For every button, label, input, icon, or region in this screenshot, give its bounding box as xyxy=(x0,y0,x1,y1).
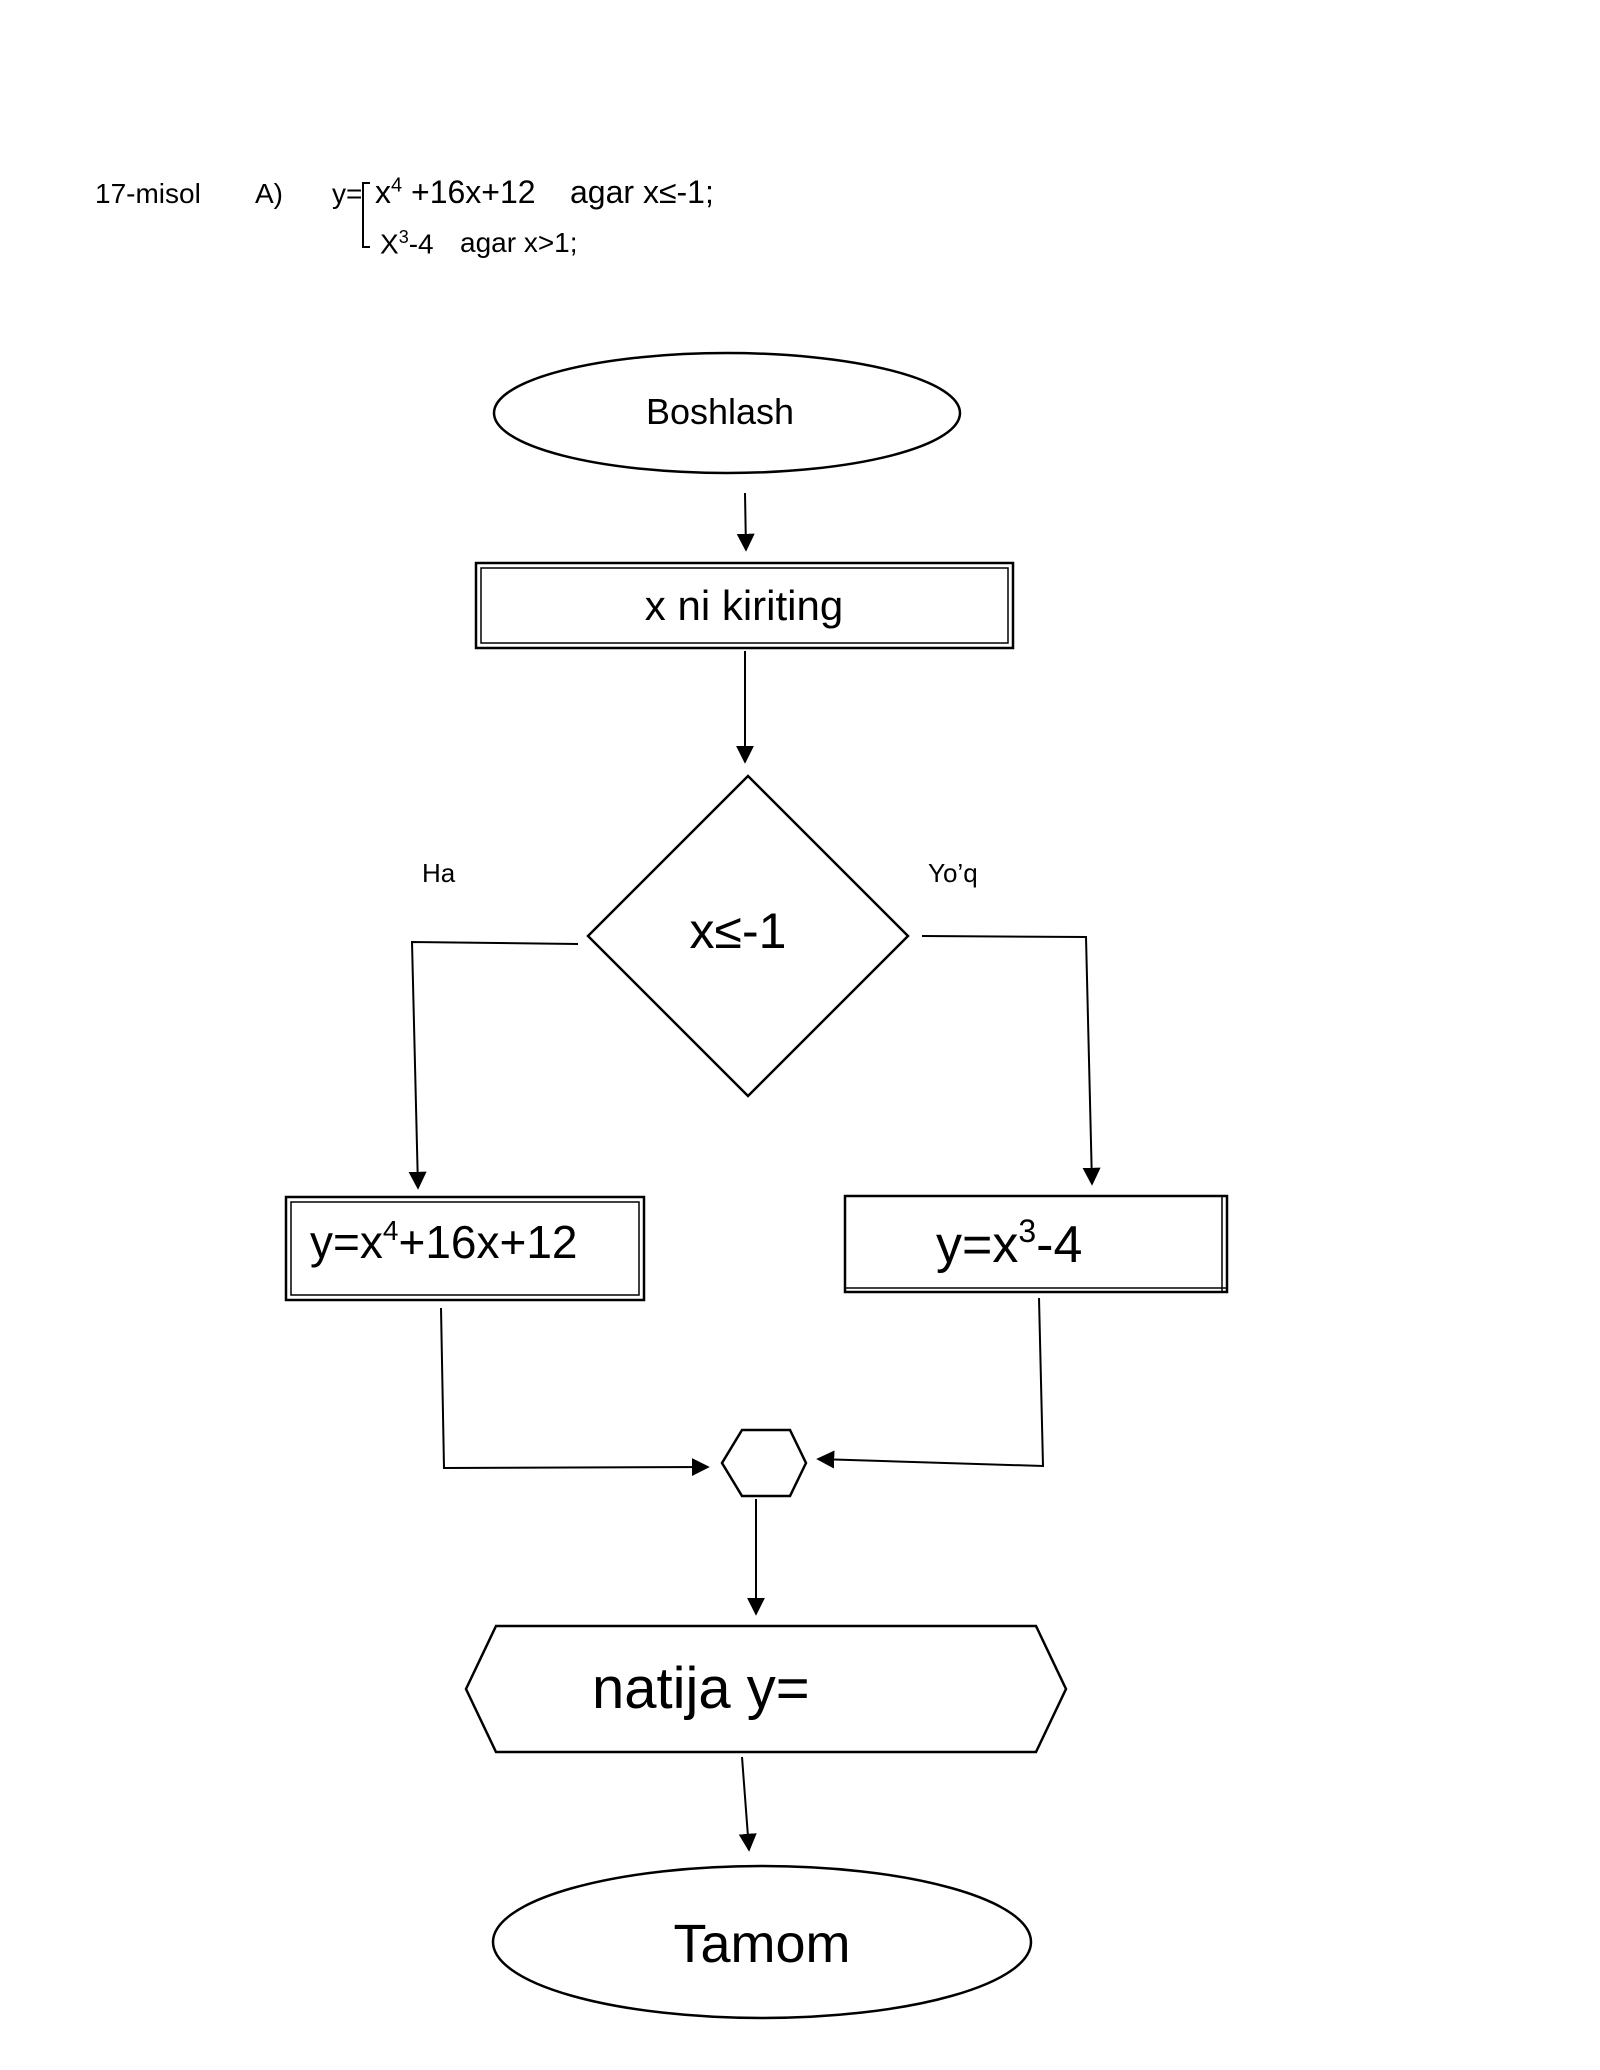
case-2-base: X xyxy=(380,228,399,260)
arrow-no-process-to-junction xyxy=(816,1297,1045,1469)
yes-process-post: +16x+12 xyxy=(398,1216,577,1268)
input-label: x ni kiriting xyxy=(645,582,843,629)
start-node: Boshlash xyxy=(492,351,962,475)
case-1-exponent: 4 xyxy=(391,174,403,197)
case-1-condition: agar x≤-1; xyxy=(570,174,714,210)
part-label: A) xyxy=(255,178,283,209)
arrow-output-to-end xyxy=(738,1756,757,1852)
yes-process-pre: y=x xyxy=(310,1216,383,1268)
no-process-node: y=x3-4 xyxy=(843,1194,1229,1294)
no-process-label: y=x3-4 xyxy=(936,1213,1082,1274)
case-2-condition: agar x>1; xyxy=(460,227,578,258)
input-node: x ni kiriting xyxy=(474,561,1015,650)
end-node: Tamom xyxy=(491,1864,1033,2020)
arrow-start-to-input xyxy=(736,492,755,552)
arrow-decision-to-no-process xyxy=(921,935,1101,1186)
start-label: Boshlash xyxy=(646,391,794,432)
output-node: natija y= xyxy=(464,1624,1068,1754)
output-label: natija y= xyxy=(592,1656,810,1721)
no-process-exponent: 3 xyxy=(1018,1213,1036,1249)
yes-process-label: y=x4+16x+12 xyxy=(310,1215,578,1268)
arrow-decision-to-yes-process xyxy=(408,940,579,1190)
no-branch-label: Yo’q xyxy=(928,858,978,888)
piecewise-brace xyxy=(362,182,370,248)
case-2-rest: -4 xyxy=(408,228,434,260)
yes-process-exponent: 4 xyxy=(383,1215,399,1246)
arrow-yes-process-to-junction xyxy=(440,1307,710,1477)
example-label: 17-misol xyxy=(95,178,201,209)
case-2-exponent: 3 xyxy=(398,227,409,247)
junction-node xyxy=(720,1428,808,1498)
case-1-base: x xyxy=(375,174,391,210)
no-process-post: -4 xyxy=(1036,1216,1082,1274)
yes-process-node: y=x4+16x+12 xyxy=(284,1195,646,1302)
equation-lhs: y= xyxy=(332,178,363,209)
no-process-pre: y=x xyxy=(936,1216,1018,1274)
case-1-rest: +16x+12 xyxy=(402,174,536,210)
case-2-expression: X3-4 xyxy=(380,227,434,260)
decision-node: x≤-1 xyxy=(586,774,910,1098)
case-1-expression: x4 +16x+12 xyxy=(375,174,536,211)
decision-label: x≤-1 xyxy=(690,903,787,959)
end-label: Tamom xyxy=(673,1914,850,1974)
yes-branch-label: Ha xyxy=(422,858,456,888)
